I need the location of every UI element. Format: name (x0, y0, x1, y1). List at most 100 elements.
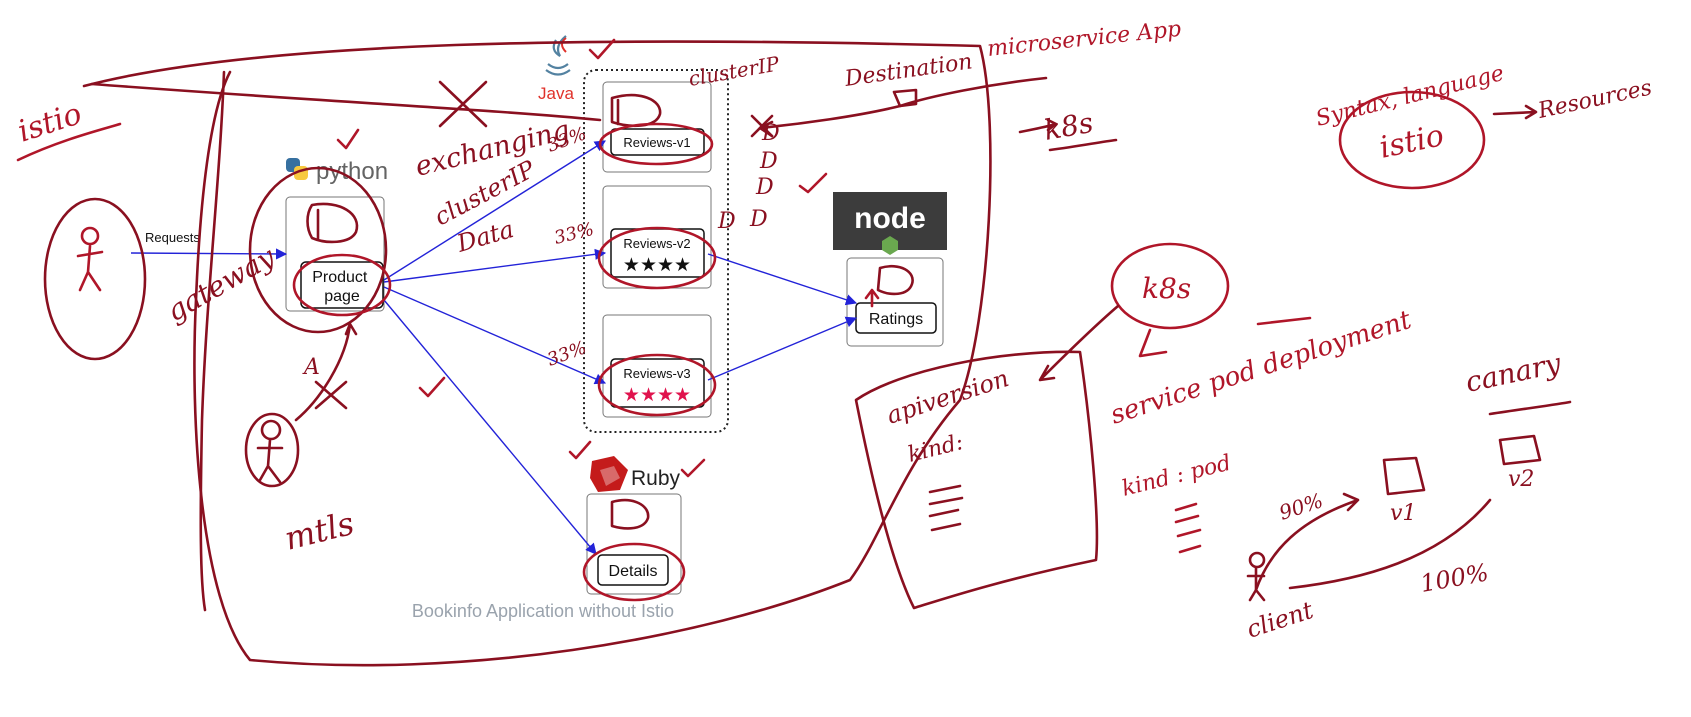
pp-arc-arrow (294, 322, 358, 422)
nodejs-logo: node (833, 192, 947, 255)
small-check-arrow (1138, 328, 1168, 358)
annotation-kind-pod: kind : pod (1119, 451, 1233, 502)
v2-pod-icon (1498, 434, 1542, 466)
annotation-data: Data (453, 215, 517, 258)
annotation-pct-v3: 33% (545, 337, 590, 370)
edge-v2-ratings (707, 253, 858, 306)
client-icon (1246, 551, 1266, 602)
client-to-v2-curve (1288, 498, 1492, 590)
reviews-v3-box[interactable] (610, 358, 705, 408)
annotation-istio-right: istio (1376, 118, 1447, 166)
ruby-logo: Ruby (590, 456, 681, 492)
cross-mark-bottom (314, 380, 348, 410)
top-cross-stroke (90, 82, 602, 122)
check-mark-ruby-right (680, 458, 706, 478)
gateway-circle (248, 166, 388, 334)
annotation-v1: v1 (1390, 501, 1416, 526)
annotation-pct-100: 100% (1418, 558, 1490, 597)
v1-pod-icon (1382, 456, 1426, 496)
manifest-lines (928, 484, 964, 532)
cross-mark-top (438, 80, 488, 128)
annotation-microservice-app: microservice App (986, 17, 1182, 62)
annotation-apiversion: apiversion (883, 364, 1012, 430)
bookinfo-diagram: Product page Reviews-v1 Reviews-v2 ★★★★ … (130, 35, 947, 621)
k8s-to-manifest-arrow (1038, 304, 1120, 382)
reviews-v1-d-mark (610, 93, 662, 128)
k8s-arrow (1018, 118, 1058, 134)
reviews-v2-label: Reviews-v2 (623, 236, 690, 251)
ratings-label: Ratings (869, 311, 923, 328)
annotation-k8s-right: k8s (1142, 272, 1191, 305)
edge-requests (130, 248, 288, 260)
productpage-box[interactable] (300, 261, 384, 309)
svg-text:Java: Java (538, 84, 574, 103)
k8s-circle-right (1110, 242, 1230, 330)
edge-v3-ratings (707, 316, 858, 381)
inner-left-border-stroke (199, 70, 226, 612)
pp-d-mark (306, 202, 359, 244)
edge-pp-reviews-v1 (383, 140, 606, 281)
edge-pp-reviews-v3 (383, 286, 607, 385)
details-label: Details (609, 563, 658, 580)
cross-mark-v1 (750, 114, 774, 138)
pp-ellipse (292, 253, 392, 317)
manifest-box (854, 350, 1099, 610)
k8s-underline (1048, 138, 1118, 152)
annotation-pct-v2: 33% (552, 219, 596, 249)
annotation-kind-dash: kind: (905, 430, 965, 468)
reviews-v3-ellipse (597, 353, 717, 417)
productpage-label: Product page (312, 269, 372, 305)
svg-text:D: D (761, 121, 780, 146)
svg-text:D: D (717, 209, 736, 234)
check-mark-ruby-left (568, 440, 592, 460)
java-logo: Java (538, 35, 574, 103)
destination-arrow (758, 76, 1048, 138)
annotation-k8s-top: k8s (1041, 106, 1095, 147)
edge-pp-details (383, 299, 597, 555)
ratings-d-mark (876, 264, 914, 296)
check-mark-java (588, 38, 616, 60)
kind-pod-lines (1174, 502, 1202, 554)
details-ellipse (582, 542, 686, 602)
svg-text:D: D (755, 175, 774, 200)
diagram-caption: Bookinfo Application without Istio (412, 601, 674, 621)
reviews-v1-box[interactable] (610, 128, 705, 156)
user-icon-top (43, 197, 147, 361)
flow-arrows: Requests (130, 140, 858, 555)
reviews-group-container (583, 69, 729, 433)
reviews-v3-stars: ★★★★ (623, 385, 691, 406)
annotation-pct-90: 90% (1276, 488, 1326, 525)
reviews-v3-label: Reviews-v3 (623, 366, 690, 381)
reviews-v1-label: Reviews-v1 (623, 135, 690, 150)
reviews-v1-ellipse (598, 122, 714, 166)
svg-text:D: D (759, 149, 778, 174)
resources-arrow (1492, 104, 1538, 120)
reviews-v2-stars: ★★★★ (623, 255, 691, 276)
details-box[interactable] (597, 554, 669, 586)
check-mark-mid (418, 376, 446, 398)
destination-box (892, 88, 918, 108)
istio-underline (16, 122, 122, 162)
canary-underline (1488, 400, 1572, 416)
cluster-outline-stroke (82, 40, 992, 667)
check-mark-right (798, 172, 828, 194)
annotation-v2: v2 (1508, 467, 1534, 492)
check-mark-python (336, 128, 360, 150)
annotation-destination: Destination (842, 49, 974, 92)
edge-label-requests: Requests (145, 230, 200, 245)
istio-circle-right (1338, 90, 1486, 190)
svg-text:Ruby: Ruby (631, 467, 681, 490)
user-icon-bottom (244, 412, 300, 488)
svg-text:python: python (316, 158, 388, 185)
d-marks-column: D D D D D (717, 121, 780, 234)
ratings-up-arrow (864, 288, 880, 308)
annotation-client: client (1243, 596, 1317, 644)
annotation-mtls: mtls (281, 504, 358, 558)
annotation-canary: canary (1463, 346, 1565, 399)
annotation-clusterip-top: clusterIP (687, 51, 782, 91)
svg-text:D: D (749, 207, 768, 232)
details-d-mark (610, 498, 650, 530)
service-underline (1256, 316, 1312, 326)
handwritten-annotations: istio microservice App Destination clust… (14, 17, 1654, 667)
